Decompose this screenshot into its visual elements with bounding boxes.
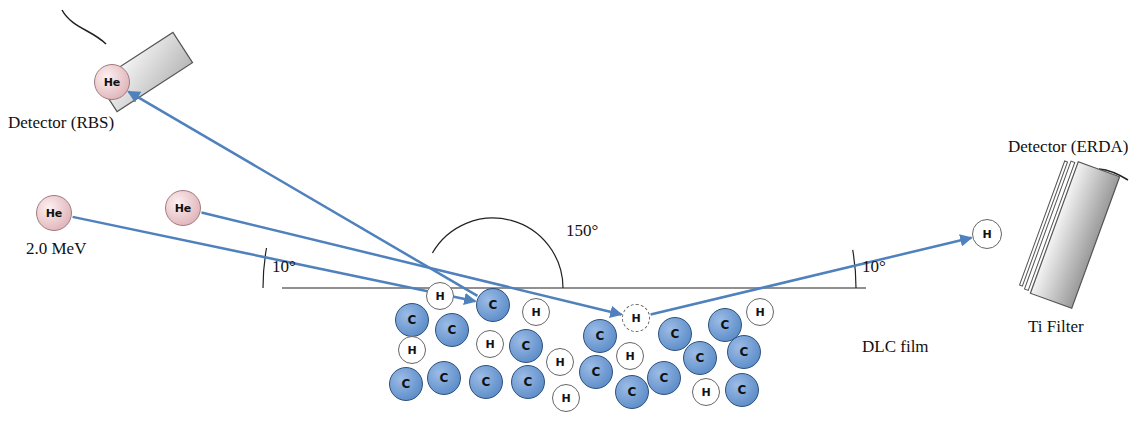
trajectory-arrow bbox=[651, 238, 972, 315]
carbon-atom: C bbox=[389, 367, 423, 401]
hydrogen-atom: H bbox=[972, 219, 1002, 249]
atom-symbol: H bbox=[555, 357, 564, 368]
atom-symbol: He bbox=[104, 77, 121, 88]
atom-symbol: H bbox=[531, 307, 540, 318]
atom-symbol: C bbox=[592, 366, 601, 378]
hydrogen-atom: H bbox=[426, 282, 454, 310]
atom-symbol: H bbox=[701, 387, 710, 398]
atom-symbol: H bbox=[485, 339, 494, 350]
atom-symbol: C bbox=[628, 386, 637, 398]
carbon-atom: C bbox=[727, 335, 761, 369]
angle-arc bbox=[853, 250, 856, 288]
carbon-atom: C bbox=[509, 329, 543, 363]
erda-detector bbox=[1018, 157, 1119, 308]
atom-symbol: C bbox=[721, 319, 730, 331]
helium-ion: He bbox=[165, 190, 201, 226]
carbon-atom: C bbox=[583, 319, 617, 353]
carbon-atom: C bbox=[683, 341, 717, 375]
hydrogen-atom: H bbox=[746, 298, 774, 326]
angle-label: 10° bbox=[272, 258, 296, 277]
carbon-atom: C bbox=[615, 375, 649, 409]
atom-symbol: C bbox=[740, 346, 749, 358]
atom-symbol: C bbox=[671, 328, 680, 340]
atom-symbol: H bbox=[625, 351, 634, 362]
film-surface bbox=[282, 287, 866, 288]
angle-arc bbox=[263, 248, 267, 288]
atom-symbol: C bbox=[402, 378, 411, 390]
hydrogen-atom: H bbox=[692, 378, 720, 406]
carbon-atom: C bbox=[395, 303, 429, 337]
hydrogen-atom: H bbox=[398, 336, 426, 364]
atom-symbol: He bbox=[46, 208, 63, 219]
carbon-atom: C bbox=[435, 313, 469, 347]
atom-symbol: H bbox=[561, 393, 570, 404]
detector-label: Detector (ERDA) bbox=[1008, 138, 1128, 157]
atom-symbol: C bbox=[408, 314, 417, 326]
atom-symbol: C bbox=[596, 330, 605, 342]
angle-label: 150° bbox=[566, 222, 598, 241]
detector-label: Detector (RBS) bbox=[8, 114, 114, 133]
carbon-atom: C bbox=[725, 373, 759, 407]
carbon-atom: C bbox=[579, 355, 613, 389]
atom-symbol: H bbox=[982, 229, 991, 240]
atom-symbol: C bbox=[489, 299, 498, 311]
atom-symbol: H bbox=[435, 291, 444, 302]
carbon-atom: C bbox=[511, 365, 545, 399]
carbon-atom: C bbox=[427, 361, 461, 395]
atom-symbol: H bbox=[631, 313, 640, 324]
atom-symbol: H bbox=[407, 345, 416, 356]
filter-label: Ti Filter bbox=[1028, 318, 1084, 337]
carbon-atom: C bbox=[469, 365, 503, 399]
helium-ion: He bbox=[94, 64, 130, 100]
atom-symbol: C bbox=[524, 376, 533, 388]
hydrogen-atom: H bbox=[622, 304, 650, 332]
trajectory-arrow bbox=[201, 212, 621, 314]
angle-label: 10° bbox=[862, 258, 886, 277]
carbon-atom: C bbox=[476, 288, 510, 322]
film-label: DLC film bbox=[862, 338, 929, 357]
hydrogen-atom: H bbox=[546, 348, 574, 376]
atom-symbol: C bbox=[440, 372, 449, 384]
atom-symbol: He bbox=[175, 203, 192, 214]
energy-label: 2.0 MeV bbox=[26, 240, 86, 259]
angle-arc bbox=[432, 218, 563, 288]
atom-symbol: C bbox=[738, 384, 747, 396]
atom-symbol: H bbox=[755, 307, 764, 318]
hydrogen-atom: H bbox=[552, 384, 580, 412]
hydrogen-atom: H bbox=[476, 330, 504, 358]
helium-ion: He bbox=[36, 195, 72, 231]
detector-cable bbox=[62, 10, 106, 44]
atom-symbol: C bbox=[482, 376, 491, 388]
carbon-atom: C bbox=[647, 361, 681, 395]
trajectory-arrow bbox=[128, 92, 477, 296]
atom-symbol: C bbox=[696, 352, 705, 364]
hydrogen-atom: H bbox=[522, 298, 550, 326]
atom-symbol: C bbox=[448, 324, 457, 336]
atom-symbol: C bbox=[522, 340, 531, 352]
atom-symbol: C bbox=[660, 372, 669, 384]
hydrogen-atom: H bbox=[616, 342, 644, 370]
